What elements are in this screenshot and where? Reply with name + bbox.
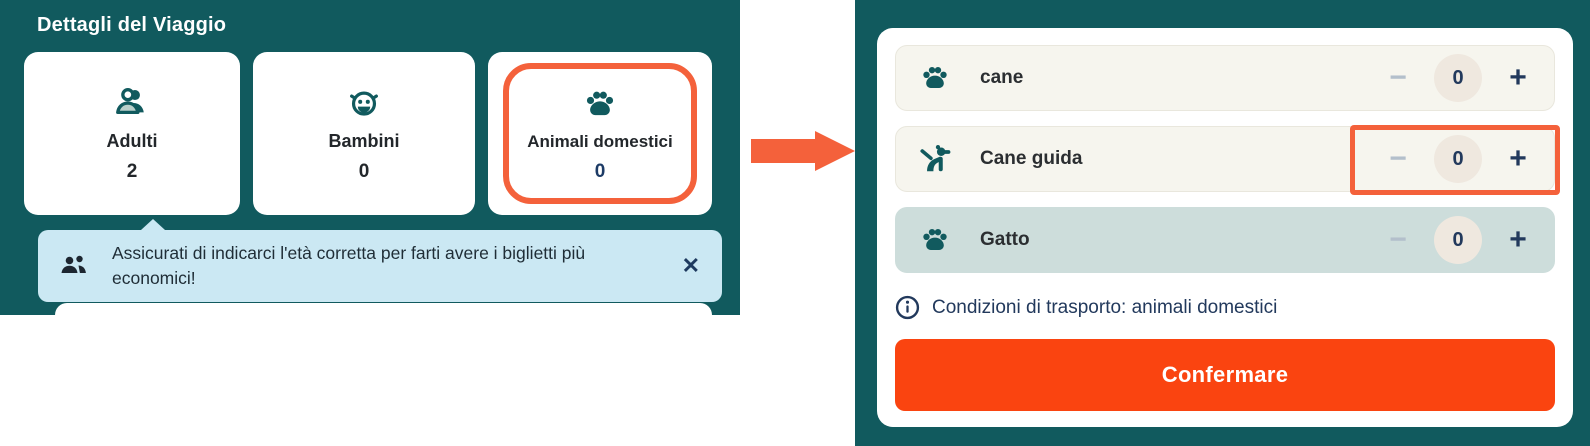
minus-button[interactable]: − [1384, 63, 1412, 93]
gatto-stepper: − 0 + [1384, 216, 1532, 264]
pets-count: 0 [594, 160, 606, 182]
trip-details-panel: Dettagli del Viaggio Adulti 2 [0, 0, 740, 315]
arrow-right-icon [751, 131, 855, 176]
passengers-icon [58, 250, 90, 282]
minus-button[interactable]: − [1384, 225, 1412, 255]
pet-row-label: Gatto [980, 229, 1030, 250]
transport-conditions-link[interactable]: Condizioni di trasporto: animali domesti… [895, 295, 1277, 320]
confirm-button[interactable]: Confermare [895, 339, 1555, 411]
children-label: Bambini [328, 131, 400, 151]
adults-card[interactable]: Adulti 2 [24, 52, 240, 215]
pet-row-label: cane [980, 67, 1024, 88]
page-title: Dettagli del Viaggio [37, 14, 227, 36]
cane-stepper: − 0 + [1384, 54, 1532, 102]
pets-modal: cane − 0 + [877, 28, 1573, 427]
children-count: 0 [358, 161, 370, 182]
count-value: 0 [1434, 54, 1482, 102]
plus-button[interactable]: + [1504, 63, 1532, 93]
paw-icon [918, 61, 952, 95]
cane-guida-stepper: − 0 + [1384, 135, 1532, 183]
count-value: 0 [1434, 216, 1482, 264]
transport-conditions-text: Condizioni di trasporto: animali domesti… [932, 296, 1278, 318]
paw-icon [581, 85, 619, 123]
child-icon [345, 84, 383, 122]
info-icon [895, 295, 920, 320]
banner-text: Assicurati di indicarci l'età corretta p… [112, 243, 586, 288]
count-value: 0 [1434, 135, 1482, 183]
close-icon: ✕ [681, 253, 700, 278]
adults-label: Adulti [106, 131, 158, 151]
children-card[interactable]: Bambini 0 [253, 52, 475, 215]
pets-label: Animali domestici [527, 131, 673, 151]
pets-card[interactable]: Animali domestici 0 [488, 52, 712, 215]
pet-row-cane[interactable]: cane − 0 + [895, 45, 1555, 111]
pets-selection-panel: cane − 0 + [855, 0, 1590, 446]
adults-count: 2 [126, 161, 138, 182]
passenger-cards: Adulti 2 Bambini [24, 52, 712, 215]
pet-row-label: Cane guida [980, 148, 1083, 169]
minus-button[interactable]: − [1384, 144, 1412, 174]
plus-button[interactable]: + [1504, 144, 1532, 174]
banner-close-button[interactable]: ✕ [678, 251, 704, 281]
pet-row-gatto[interactable]: Gatto − 0 + [895, 207, 1555, 273]
adults-icon [113, 84, 151, 122]
next-section-card-top [55, 303, 712, 315]
plus-button[interactable]: + [1504, 225, 1532, 255]
age-info-banner: Assicurati di indicarci l'età corretta p… [38, 219, 722, 302]
pet-row-cane-guida[interactable]: Cane guida − 0 + [895, 125, 1560, 195]
paw-icon [918, 223, 952, 257]
guide-dog-icon [918, 142, 952, 176]
